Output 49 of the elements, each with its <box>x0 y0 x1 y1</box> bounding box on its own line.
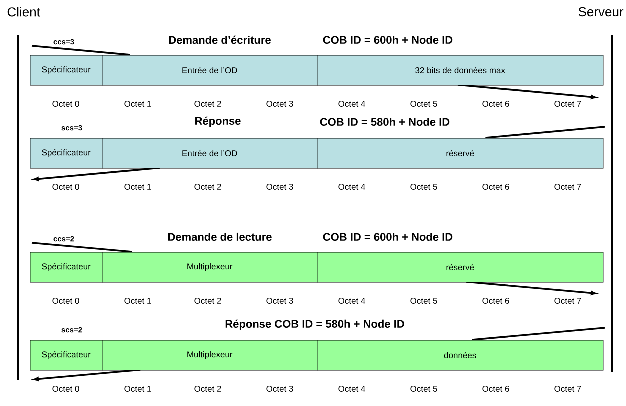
frame-title: Demande de lecture <box>168 232 272 242</box>
frame-title: COB ID = 600h + Node ID <box>323 232 453 242</box>
actor-label: Client <box>8 7 40 17</box>
frame-title: Réponse <box>196 116 241 128</box>
byte-label: Octet 1 <box>124 184 152 190</box>
field-box: Spécificateur <box>30 252 103 283</box>
byte-label: Octet 6 <box>482 298 510 304</box>
byte-label: Octet 5 <box>410 101 438 107</box>
frame-title: Demande d’écriture <box>169 36 271 44</box>
byte-label: Octet 2 <box>194 101 222 107</box>
field-box: données <box>317 340 604 371</box>
byte-label: Octet 0 <box>52 386 80 392</box>
byte-label: Octet 3 <box>266 386 294 392</box>
byte-label: Octet 0 <box>52 298 80 304</box>
frame-title: COB ID = 600h + Node ID <box>323 36 453 44</box>
field-box: Spécificateur <box>30 340 103 371</box>
frame-title: Réponse COB ID = 580h + Node ID <box>226 320 404 330</box>
byte-label: Octet 5 <box>410 184 438 190</box>
byte-label: Octet 0 <box>52 101 80 107</box>
byte-label: Octet 7 <box>554 184 582 190</box>
byte-label: Octet 5 <box>410 386 438 392</box>
byte-label: Octet 4 <box>338 101 366 107</box>
field-box: réservé <box>317 252 604 283</box>
byte-label: Octet 3 <box>266 101 294 107</box>
byte-label: Octet 4 <box>338 298 366 304</box>
field-box: Spécificateur <box>30 138 103 169</box>
byte-label: Octet 6 <box>482 386 510 392</box>
byte-label: Octet 1 <box>124 298 152 304</box>
byte-label: Octet 4 <box>338 386 366 392</box>
byte-label: Octet 6 <box>482 101 510 107</box>
byte-label: Octet 7 <box>554 298 582 304</box>
byte-label: Octet 0 <box>52 184 80 190</box>
byte-label: Octet 2 <box>194 184 222 190</box>
byte-label: Octet 7 <box>554 386 582 392</box>
byte-label: Octet 1 <box>124 101 152 107</box>
byte-label: Octet 2 <box>194 386 222 392</box>
byte-label: Octet 3 <box>266 184 294 190</box>
byte-label: Octet 2 <box>194 298 222 304</box>
byte-label: Octet 4 <box>338 184 366 190</box>
byte-label: Octet 3 <box>266 298 294 304</box>
byte-label: Octet 7 <box>554 101 582 107</box>
byte-label: Octet 5 <box>410 298 438 304</box>
actor-label: Serveur <box>578 7 624 17</box>
byte-label: Octet 6 <box>482 184 510 190</box>
frame-title: COB ID = 580h + Node ID <box>320 118 450 126</box>
field-box: réservé <box>317 138 604 169</box>
field-box: 32 bits de données max <box>317 55 604 86</box>
byte-label: Octet 1 <box>124 386 152 392</box>
field-box: Spécificateur <box>30 55 103 86</box>
